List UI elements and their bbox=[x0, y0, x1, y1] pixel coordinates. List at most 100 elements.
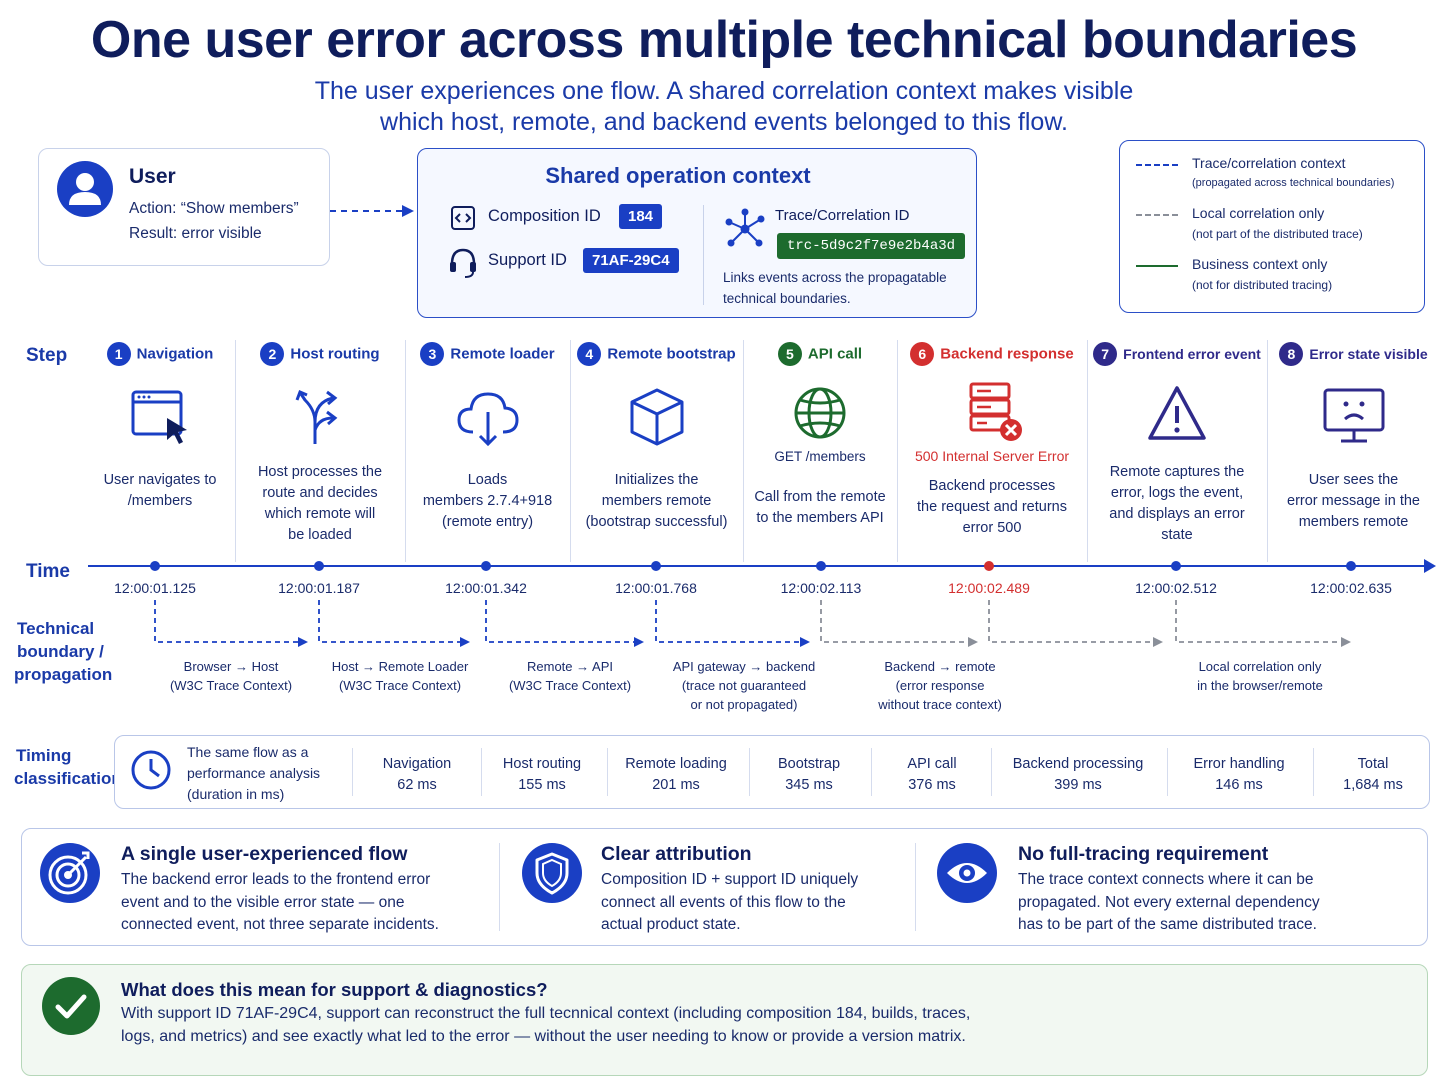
propagation-line: without trace context) bbox=[878, 697, 1002, 712]
step-desc-line: members 2.7.4+918 bbox=[422, 493, 553, 509]
timing-intro-line: (duration in ms) bbox=[187, 786, 285, 802]
propagation-label: Browser → Host (W3C Trace Context) bbox=[146, 657, 316, 695]
step-number: 1 bbox=[106, 342, 131, 366]
propagation-line: Browser → Host bbox=[183, 659, 279, 674]
step-desc-line: (bootstrap successful) bbox=[585, 514, 728, 530]
browser-cursor-icon bbox=[131, 390, 187, 444]
timestamp: 12:00:01.125 bbox=[114, 580, 196, 596]
timing-value: 146 ms bbox=[1215, 777, 1263, 793]
step-desc-line: Loads bbox=[467, 472, 508, 488]
propagation-label: API gateway → backend (trace not guarant… bbox=[659, 657, 829, 714]
sad-screen-icon bbox=[1323, 388, 1384, 443]
page-subtitle: The user experiences one flow. A shared … bbox=[0, 76, 1448, 138]
row-label-boundary: Technical boundary / propagation bbox=[14, 617, 114, 686]
propagation-line: API gateway → backend bbox=[672, 659, 816, 674]
legend-sub-trace: (propagated across technical boundaries) bbox=[1192, 177, 1395, 189]
timing-host-routing: Host routing 155 ms bbox=[487, 754, 597, 796]
step-description: Initializes the members remote (bootstra… bbox=[570, 470, 743, 533]
timing-separator bbox=[481, 748, 482, 796]
time-axis-arrow bbox=[1424, 559, 1436, 573]
timing-error-handling: Error handling 146 ms bbox=[1179, 754, 1299, 796]
legend-sub-local: (not part of the distributed trace) bbox=[1192, 227, 1363, 241]
legend-swatch-business bbox=[1136, 265, 1178, 267]
subtitle-line-2: which host, remote, and backend events b… bbox=[380, 108, 1068, 136]
step-description: Call from the remote to the members API bbox=[743, 487, 897, 529]
timing-label: Navigation bbox=[382, 756, 452, 772]
key-takeaways: A single user-experienced flow The backe… bbox=[21, 828, 1428, 946]
timing-value: 399 ms bbox=[1054, 777, 1102, 793]
timing-label: Bootstrap bbox=[777, 756, 841, 772]
time-marker bbox=[150, 561, 160, 571]
code-icon bbox=[451, 206, 475, 230]
error-status-label: 500 Internal Server Error bbox=[914, 448, 1070, 464]
info-text: Composition ID + support ID uniquely con… bbox=[601, 869, 858, 937]
clock-icon bbox=[131, 750, 171, 790]
time-marker bbox=[1171, 561, 1181, 571]
context-divider bbox=[703, 205, 704, 305]
step-desc-line: User navigates to bbox=[103, 472, 217, 488]
user-title: User bbox=[129, 165, 176, 188]
step-separator bbox=[405, 340, 406, 562]
step-title: Frontend error event bbox=[1123, 346, 1261, 362]
step-separator bbox=[743, 340, 744, 562]
info-text: The trace context connects where it can … bbox=[1018, 869, 1320, 937]
step-desc-line: Initializes the bbox=[614, 472, 699, 488]
step-title: Remote loader bbox=[450, 345, 555, 363]
row-label-timing-1: Timing bbox=[16, 746, 72, 765]
support-id-label: Support ID bbox=[488, 251, 567, 269]
timing-navigation: Navigation 62 ms bbox=[367, 754, 467, 796]
subtitle-line-1: The user experiences one flow. A shared … bbox=[314, 77, 1134, 105]
row-label-step: Step bbox=[26, 345, 68, 366]
step-separator bbox=[235, 340, 236, 562]
info-line: actual product state. bbox=[601, 916, 741, 933]
user-context-arrow bbox=[330, 205, 414, 217]
legend-label-business: Business context only bbox=[1192, 256, 1328, 272]
step-desc-line: members remote bbox=[1298, 514, 1409, 530]
user-card: User Action: “Show members” Result: erro… bbox=[38, 148, 330, 266]
propagation-label: Backend → remote (error response without… bbox=[855, 657, 1025, 714]
timing-separator bbox=[352, 748, 353, 796]
timing-label: Error handling bbox=[1193, 756, 1285, 772]
legend: Trace/correlation context (propagated ac… bbox=[1119, 140, 1425, 313]
propagation-line: in the browser/remote bbox=[1197, 678, 1323, 693]
propagation-line: or not propagated) bbox=[690, 697, 798, 712]
cloud-download-icon bbox=[456, 392, 519, 447]
row-label-boundary-1: Technical bbox=[17, 619, 95, 638]
step-desc-line: which remote will bbox=[264, 506, 376, 522]
support-title: What does this mean for support & diagno… bbox=[121, 979, 548, 1000]
info-line: connected event, not three separate inci… bbox=[121, 916, 439, 933]
time-marker bbox=[984, 561, 994, 571]
time-marker bbox=[481, 561, 491, 571]
cube-icon bbox=[630, 388, 683, 446]
step-desc-line: error message in the bbox=[1287, 493, 1420, 509]
timestamp: 12:00:01.342 bbox=[445, 580, 527, 596]
step-desc-line: to the members API bbox=[756, 510, 884, 526]
timing-value: 62 ms bbox=[397, 777, 437, 793]
propagation-line: (W3C Trace Context) bbox=[338, 678, 462, 693]
trace-id-value: trc-5d9c2f7e9e2b4a3d bbox=[777, 233, 966, 259]
route-split-icon bbox=[295, 390, 338, 444]
composition-id-value: 184 bbox=[619, 204, 663, 229]
warning-icon bbox=[1148, 386, 1206, 440]
step-number: 2 bbox=[260, 342, 285, 366]
info-line: Composition ID + support ID uniquely bbox=[601, 871, 859, 888]
timing-label: Backend processing bbox=[1012, 756, 1144, 772]
step-number: 4 bbox=[577, 342, 602, 366]
step-separator bbox=[570, 340, 571, 562]
user-action: Action: “Show members” bbox=[129, 200, 299, 217]
info-separator bbox=[499, 843, 500, 931]
timing-separator bbox=[871, 748, 872, 796]
timing-separator bbox=[749, 748, 750, 796]
propagation-line: (error response bbox=[895, 678, 985, 693]
timing-total: Total 1,684 ms bbox=[1327, 754, 1419, 796]
step-desc-line: be loaded bbox=[288, 527, 352, 543]
context-title: Shared operation context bbox=[545, 163, 811, 188]
